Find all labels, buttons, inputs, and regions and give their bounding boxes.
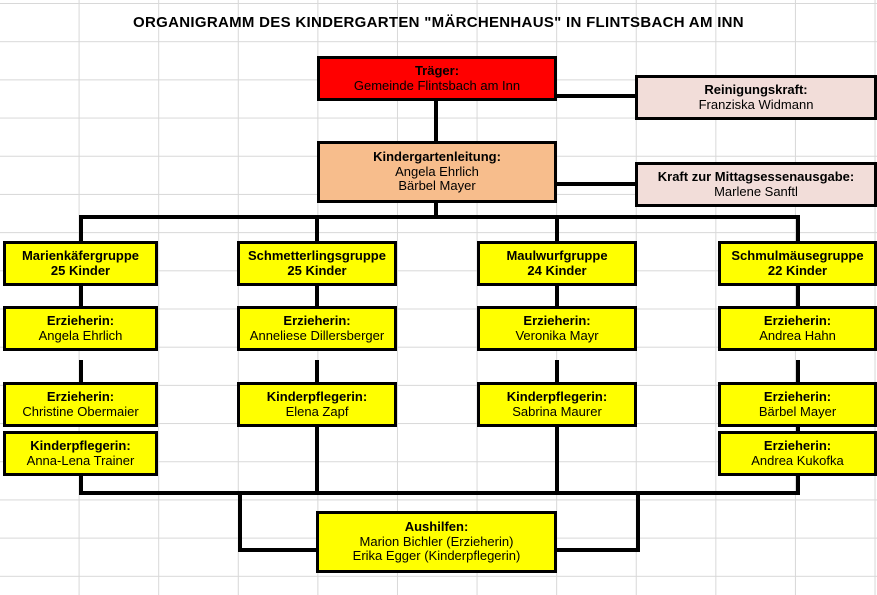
group-4-staff-2-person: Bärbel Mayer bbox=[758, 403, 837, 419]
connector-col2-to-bottom-bus bbox=[315, 423, 319, 495]
group-3-name: Maulwurfgruppe bbox=[506, 247, 608, 263]
group-2-staff-1-role: Erzieherin: bbox=[283, 312, 351, 328]
node-reinigungskraft-header: Reinigungskraft: bbox=[704, 81, 808, 97]
connector-bus-drop-group-4 bbox=[796, 215, 800, 243]
group-2-staff-2[interactable]: Kinderpflegerin: Elena Zapf bbox=[237, 382, 397, 427]
node-kindergartenleitung-line-1: Angela Ehrlich bbox=[395, 163, 479, 179]
node-kindergartenleitung[interactable]: Kindergartenleitung: Angela Ehrlich Bärb… bbox=[317, 141, 557, 203]
node-mittagsessenausgabe[interactable]: Kraft zur Mittagsessenausgabe: Marlene S… bbox=[635, 162, 877, 207]
group-4-staff-3[interactable]: Erzieherin: Andrea Kukofka bbox=[718, 431, 877, 476]
group-header-4[interactable]: Schmulmäusegruppe 22 Kinder bbox=[718, 241, 877, 286]
connector-col2-a bbox=[315, 284, 319, 306]
group-3-staff-2[interactable]: Kinderpflegerin: Sabrina Maurer bbox=[477, 382, 637, 427]
connector-bus-drop-group-3 bbox=[555, 215, 559, 243]
group-1-staff-3-role: Kinderpflegerin: bbox=[30, 437, 131, 453]
group-1-staff-2[interactable]: Erzieherin: Christine Obermaier bbox=[3, 382, 158, 427]
node-mittagsessenausgabe-line-1: Marlene Sanftl bbox=[714, 183, 798, 199]
connector-bus-drop-group-2 bbox=[315, 215, 319, 243]
node-reinigungskraft[interactable]: Reinigungskraft: Franziska Widmann bbox=[635, 75, 877, 120]
page-title: ORGANIGRAMM DES KINDERGARTEN "MÄRCHENHAU… bbox=[133, 14, 744, 31]
connector-bus-drop-group-1 bbox=[79, 215, 83, 243]
connector-leitung-to-mittagessen bbox=[555, 182, 637, 186]
group-3-staff-1-person: Veronika Mayr bbox=[515, 327, 599, 343]
group-1-staff-2-person: Christine Obermaier bbox=[22, 403, 139, 419]
connector-col3-b bbox=[555, 360, 559, 382]
connector-group-bus bbox=[79, 215, 800, 219]
group-1-count: 25 Kinder bbox=[50, 262, 111, 278]
group-4-staff-2-role: Erzieherin: bbox=[763, 388, 832, 404]
group-4-staff-3-role: Erzieherin: bbox=[763, 437, 832, 453]
group-header-1[interactable]: Marienkäfergruppe 25 Kinder bbox=[3, 241, 158, 286]
group-4-count: 22 Kinder bbox=[767, 262, 828, 278]
node-traeger[interactable]: Träger: Gemeinde Flintsbach am Inn bbox=[317, 56, 557, 101]
group-3-staff-2-person: Sabrina Maurer bbox=[512, 403, 602, 419]
node-kindergartenleitung-header: Kindergartenleitung: bbox=[373, 149, 501, 165]
group-3-staff-1-role: Erzieherin: bbox=[523, 312, 591, 328]
node-aushilfen-line-2: Erika Egger (Kinderpflegerin) bbox=[352, 548, 521, 564]
connector-bottom-right-into-aushilfen bbox=[557, 548, 640, 552]
group-2-name: Schmetterlingsgruppe bbox=[248, 247, 386, 263]
connector-col4-a bbox=[796, 284, 800, 306]
connector-col4-to-bottom-bus bbox=[796, 474, 800, 495]
group-4-staff-2[interactable]: Erzieherin: Bärbel Mayer bbox=[718, 382, 877, 427]
connector-bottom-left-drop bbox=[238, 491, 242, 552]
connector-traeger-to-reinigungskraft bbox=[555, 94, 637, 98]
node-traeger-line-1: Gemeinde Flintsbach am Inn bbox=[353, 77, 521, 93]
connector-bottom-left-into-aushilfen bbox=[238, 548, 318, 552]
group-4-staff-1[interactable]: Erzieherin: Andrea Hahn bbox=[718, 306, 877, 351]
group-4-staff-1-person: Andrea Hahn bbox=[759, 327, 836, 343]
group-1-staff-1-role: Erzieherin: bbox=[46, 312, 115, 328]
connector-col1-to-bottom-bus bbox=[79, 474, 83, 495]
node-aushilfen[interactable]: Aushilfen: Marion Bichler (Erzieherin) E… bbox=[316, 511, 557, 573]
group-2-staff-1-person: Anneliese Dillersberger bbox=[249, 327, 385, 343]
node-aushilfen-header: Aushilfen: bbox=[404, 519, 469, 535]
group-3-count: 24 Kinder bbox=[527, 262, 587, 278]
node-aushilfen-line-1: Marion Bichler (Erzieherin) bbox=[359, 533, 514, 549]
group-3-staff-2-role: Kinderpflegerin: bbox=[506, 388, 608, 404]
connector-col4-b bbox=[796, 360, 800, 382]
group-header-2[interactable]: Schmetterlingsgruppe 25 Kinder bbox=[237, 241, 397, 286]
group-2-staff-2-person: Elena Zapf bbox=[285, 403, 349, 419]
node-kindergartenleitung-line-2: Bärbel Mayer bbox=[398, 178, 476, 194]
group-2-count: 25 Kinder bbox=[287, 262, 347, 278]
connector-col3-to-bottom-bus bbox=[555, 423, 559, 495]
connector-col1-b bbox=[79, 360, 83, 382]
connector-traeger-to-leitung bbox=[434, 100, 438, 142]
connector-col2-b bbox=[315, 360, 319, 382]
group-1-staff-1-person: Angela Ehrlich bbox=[38, 327, 123, 343]
group-2-staff-2-role: Kinderpflegerin: bbox=[266, 388, 368, 404]
connector-col3-a bbox=[555, 284, 559, 306]
connector-col1-a bbox=[79, 284, 83, 306]
node-reinigungskraft-line-1: Franziska Widmann bbox=[698, 96, 814, 112]
group-1-staff-2-role: Erzieherin: bbox=[46, 388, 115, 404]
node-traeger-header: Träger: bbox=[414, 62, 460, 78]
group-4-staff-1-role: Erzieherin: bbox=[763, 312, 832, 328]
group-4-name: Schmulmäusegruppe bbox=[731, 247, 864, 263]
group-1-name: Marienkäfergruppe bbox=[21, 247, 140, 263]
group-2-staff-1[interactable]: Erzieherin: Anneliese Dillersberger bbox=[237, 306, 397, 351]
group-1-staff-1[interactable]: Erzieherin: Angela Ehrlich bbox=[3, 306, 158, 351]
group-1-staff-3[interactable]: Kinderpflegerin: Anna-Lena Trainer bbox=[3, 431, 158, 476]
group-1-staff-3-person: Anna-Lena Trainer bbox=[26, 452, 135, 468]
connector-bottom-right-drop bbox=[636, 491, 640, 552]
group-header-3[interactable]: Maulwurfgruppe 24 Kinder bbox=[477, 241, 637, 286]
connector-leitung-to-bus bbox=[434, 201, 438, 218]
connector-bottom-bus bbox=[79, 491, 800, 495]
group-3-staff-1[interactable]: Erzieherin: Veronika Mayr bbox=[477, 306, 637, 351]
group-4-staff-3-person: Andrea Kukofka bbox=[751, 452, 844, 468]
node-mittagsessenausgabe-header: Kraft zur Mittagsessenausgabe: bbox=[657, 168, 855, 184]
